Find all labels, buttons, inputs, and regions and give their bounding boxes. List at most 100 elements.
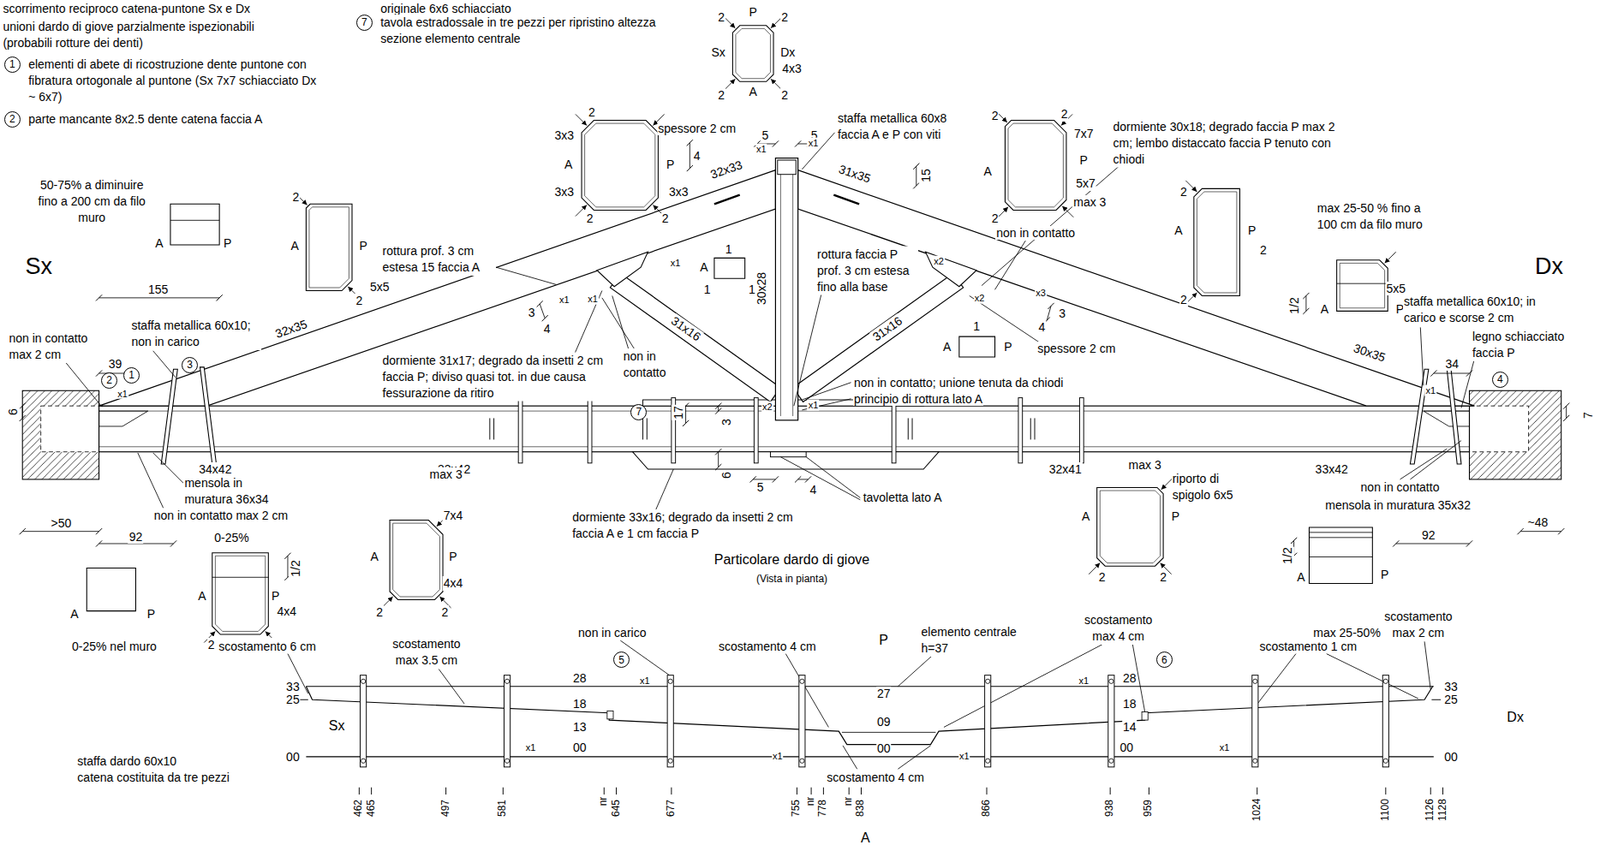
annotation-label: x2 <box>761 401 774 413</box>
station-tick <box>811 788 812 795</box>
annotation-label: 1024 <box>1251 798 1264 824</box>
dimension-tick <box>1430 370 1437 377</box>
annotation-label: A <box>290 238 300 253</box>
annotation-label: x1 <box>525 742 538 754</box>
annotation-label: 4 <box>1037 320 1046 335</box>
annotation-label: 92 <box>128 530 144 544</box>
dimension-line <box>1396 543 1470 544</box>
section-outline <box>959 336 996 358</box>
dimension-tick <box>715 408 722 415</box>
leader-line <box>495 267 556 285</box>
dimension-tick <box>772 476 779 483</box>
annotation-label: (probabili rotture dei denti) <box>1 35 144 50</box>
annotation-label: A <box>370 549 380 564</box>
section-inner <box>1339 262 1385 308</box>
scarf-joint-line <box>305 686 1433 746</box>
section-outline <box>1337 260 1389 312</box>
annotation-label: 28 <box>1122 671 1138 686</box>
plan-stirrup <box>1252 675 1259 768</box>
annotation-label: scorrimento reciproco catena-puntone Sx … <box>1 0 251 15</box>
annotation-label: A <box>1080 509 1091 524</box>
bolt <box>891 398 896 464</box>
dimension-tick <box>805 476 812 483</box>
stirrup-bolt <box>800 758 805 764</box>
rafter-tooth <box>99 411 149 427</box>
annotation-label: scostamento 6 cm <box>217 639 317 654</box>
stirrup-bolt <box>668 679 673 684</box>
callout-number: 7 <box>361 17 368 28</box>
annotation-label: 838 <box>855 799 868 818</box>
central-piece-line <box>841 732 937 734</box>
rafter <box>798 170 1475 406</box>
dimension-tick <box>542 315 549 322</box>
annotation-label: x1 <box>1424 385 1437 397</box>
annotation-label: 6 <box>5 407 20 417</box>
annotation-label: 7x4 <box>442 508 465 523</box>
annotation-label: 30x35 <box>1350 340 1388 365</box>
truss-drawing <box>19 17 1571 795</box>
callout-number: 1 <box>9 59 16 70</box>
dimension-tick <box>686 139 693 146</box>
annotation-label: 4 <box>809 483 818 497</box>
annotation-label: P <box>748 5 759 19</box>
dimension-tick <box>1558 528 1565 535</box>
stirrup-bolt <box>1383 758 1388 764</box>
annotation-label: 2 <box>991 211 1000 226</box>
stirrup-bolt <box>985 679 991 684</box>
annotation-label: A <box>942 340 952 354</box>
callout-number: 2 <box>106 375 113 386</box>
annotation-label: 2 <box>1060 107 1069 121</box>
stirrup-bolt <box>504 679 509 684</box>
splice-mark <box>642 417 644 440</box>
beam-head <box>41 405 100 453</box>
annotation-label: ~48 <box>1526 515 1549 530</box>
annotation-label: A <box>1295 570 1306 585</box>
annotation-label: 00 <box>876 741 892 756</box>
annotation-label: scostamento max 3.5 cm <box>390 636 462 669</box>
strut <box>609 273 781 402</box>
annotation-label: 5x7 <box>1074 176 1097 191</box>
section-outline <box>86 568 136 612</box>
dimension-tick <box>1302 292 1309 299</box>
annotation-label: P <box>222 235 233 250</box>
annotation-label: A <box>983 164 993 179</box>
annotation-label: x1 <box>755 143 768 156</box>
annotation-label: 1100 <box>1379 798 1392 823</box>
annotation-label: scostamento 4 cm <box>825 770 926 785</box>
section-outline <box>581 120 658 211</box>
section-inner <box>585 123 656 208</box>
annotation-label: x1 <box>958 750 971 762</box>
callout-circle: 1 <box>4 56 21 73</box>
annotation-label: x3 <box>1034 287 1047 299</box>
annotation-label: 497 <box>440 799 453 818</box>
annotation-label: mensola in muratura 36x34 <box>183 475 274 508</box>
dimension-tick <box>1302 308 1309 315</box>
annotation-label: tavola estradossale in tre pezzi per rip… <box>379 14 671 48</box>
station-tick <box>1430 788 1432 795</box>
dimension-tick <box>19 415 26 422</box>
annotation-label: 2 <box>441 605 450 620</box>
leader-line <box>801 132 835 170</box>
annotation-label: 755 <box>791 799 804 818</box>
annotation-label: staffa metallica 60x8 faccia A e P con v… <box>836 110 968 144</box>
section-outline <box>212 553 269 635</box>
rafter-tooth <box>1423 411 1470 427</box>
stirrup-bolt <box>1253 758 1258 764</box>
annotation-label: x1 <box>669 257 682 269</box>
dimension-tick <box>170 540 177 547</box>
callout-circle: 2 <box>101 372 118 389</box>
station-tick <box>502 788 504 795</box>
annotation-label: 1/2 <box>1287 297 1302 316</box>
section-arrow <box>1385 251 1397 263</box>
station-tick <box>615 788 617 795</box>
section-divider <box>1308 537 1373 538</box>
station-tick <box>796 788 798 795</box>
annotation-label: max 3 <box>429 467 464 482</box>
annotation-label: nr <box>842 796 855 808</box>
annotation-label: 39 <box>107 357 124 371</box>
leader-line <box>805 457 860 499</box>
annotation-label: 32x41 <box>1048 462 1083 477</box>
callout-circle: 7 <box>630 404 647 421</box>
bolt <box>1018 398 1023 464</box>
